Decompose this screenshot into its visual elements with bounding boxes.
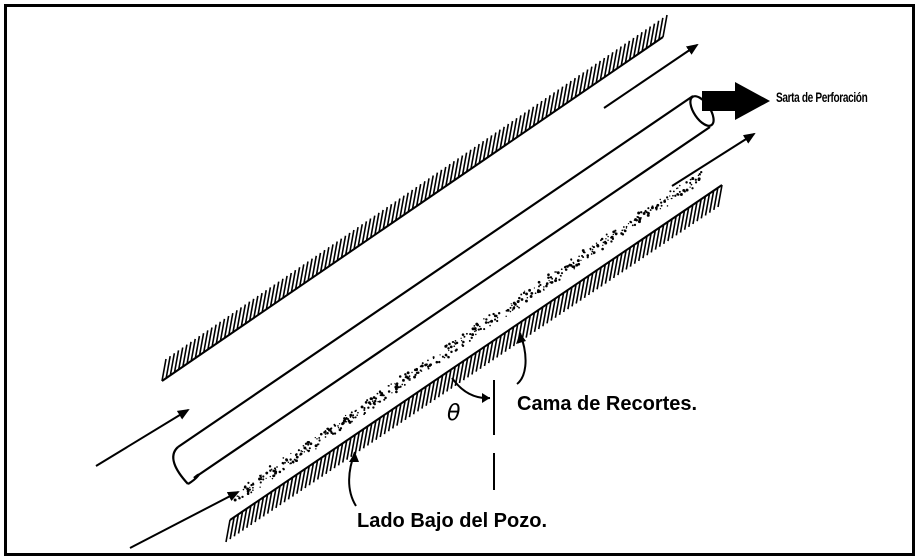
upper-wellbore-wall — [161, 14, 668, 382]
cuttings-bed-label: Cama de Recortes. — [517, 393, 698, 415]
arrow-icon — [95, 408, 190, 467]
low-side-label: Lado Bajo del Pozo. — [357, 510, 548, 532]
arrow-icon — [603, 43, 699, 109]
flow-arrows — [95, 43, 756, 549]
drill-string-label: Sarta de Perforación — [776, 89, 868, 105]
angle-label: θ — [447, 401, 461, 426]
arrow-icon — [129, 491, 240, 549]
diagram-border — [4, 4, 915, 556]
drill-pipe — [172, 95, 715, 485]
block-arrow-icon — [702, 82, 770, 120]
cuttings-bed — [233, 170, 703, 502]
arrow-icon — [671, 132, 756, 187]
